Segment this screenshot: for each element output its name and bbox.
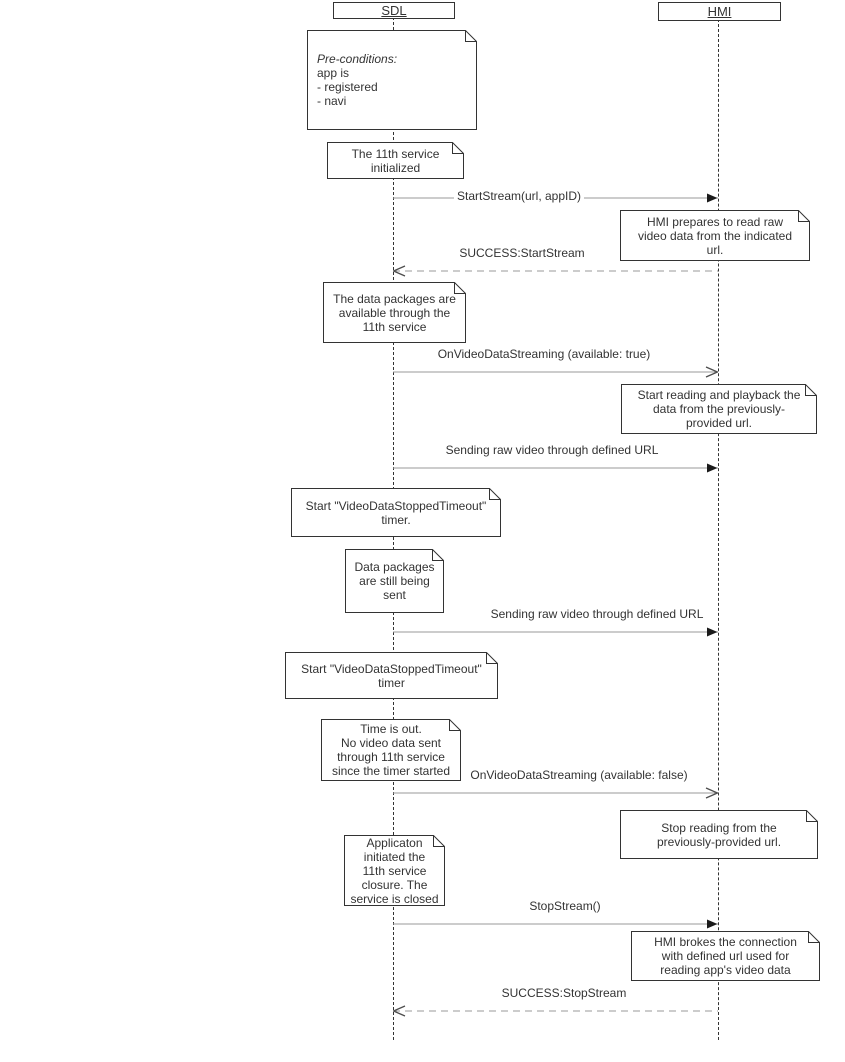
lifeline-head-sdl: SDL <box>333 2 455 19</box>
note-pre-conditions: Pre-conditions:app is- registered- navi <box>307 30 477 130</box>
message-line <box>391 265 718 277</box>
note-outline <box>323 282 466 343</box>
note-outline <box>344 835 445 906</box>
lifeline-hmi <box>718 19 719 1040</box>
message-sending-raw-video-2 <box>393 625 718 637</box>
note-outline <box>327 142 464 179</box>
note-outline <box>631 931 820 981</box>
note-outline <box>291 488 501 537</box>
note-text: Start "VideoDataStoppedTimeout"timer <box>301 661 482 690</box>
lifeline-head-hmi: HMI <box>658 2 781 21</box>
arrowhead-filled-icon <box>707 463 718 473</box>
message-success-startstream <box>391 264 718 277</box>
note-start-timeout-timer-1: Start "VideoDataStoppedTimeout"timer. <box>291 488 501 537</box>
note-text: Pre-conditions:app is- registered- navi <box>317 52 398 108</box>
message-label-startstream: StartStream(url, appID) <box>453 189 585 204</box>
arrowhead-open-icon <box>705 366 720 378</box>
note-start-timeout-timer-2: Start "VideoDataStoppedTimeout"timer <box>285 652 498 699</box>
lifeline-label-hmi: HMI <box>707 4 732 19</box>
message-line <box>393 627 718 637</box>
message-label-success-stopstream: SUCCESS:StopStream <box>501 986 627 1000</box>
message-line <box>393 919 718 929</box>
message-label-sending-raw-video-1: Sending raw video through defined URL <box>445 443 659 457</box>
message-label-stopstream: StopStream() <box>529 899 601 913</box>
arrowhead-filled-icon <box>707 919 718 929</box>
message-line <box>393 366 720 378</box>
note-outline <box>307 30 477 130</box>
note-outline <box>321 719 461 781</box>
lifeline-label-sdl: SDL <box>381 3 407 18</box>
message-line <box>393 787 720 799</box>
note-outline <box>285 652 498 699</box>
message-label-onvideodatastreaming-false: OnVideoDataStreaming (available: false) <box>470 768 688 782</box>
message-label-onvideodatastreaming-true: OnVideoDataStreaming (available: true) <box>437 347 651 361</box>
note-text: Start "VideoDataStoppedTimeout"timer. <box>305 498 487 527</box>
arrowhead-open-icon <box>391 1005 406 1017</box>
note-outline <box>620 210 810 261</box>
note-outline <box>620 810 818 859</box>
note-outline <box>345 549 444 613</box>
message-label-success-startstream: SUCCESS:StartStream <box>459 246 585 260</box>
note-outline <box>621 384 817 434</box>
message-sending-raw-video-1 <box>393 461 718 473</box>
arrowhead-filled-icon <box>707 627 718 637</box>
message-onvideodatastreaming-true <box>393 365 720 378</box>
arrowhead-filled-icon <box>707 193 718 203</box>
message-line <box>393 463 718 473</box>
message-success-stopstream <box>391 1004 718 1017</box>
arrowhead-open-icon <box>705 787 720 799</box>
arrowhead-open-icon <box>391 265 406 277</box>
message-onvideodatastreaming-false <box>393 786 720 799</box>
message-stopstream <box>393 917 718 929</box>
message-line <box>391 1005 718 1017</box>
message-label-sending-raw-video-2: Sending raw video through defined URL <box>490 607 704 621</box>
